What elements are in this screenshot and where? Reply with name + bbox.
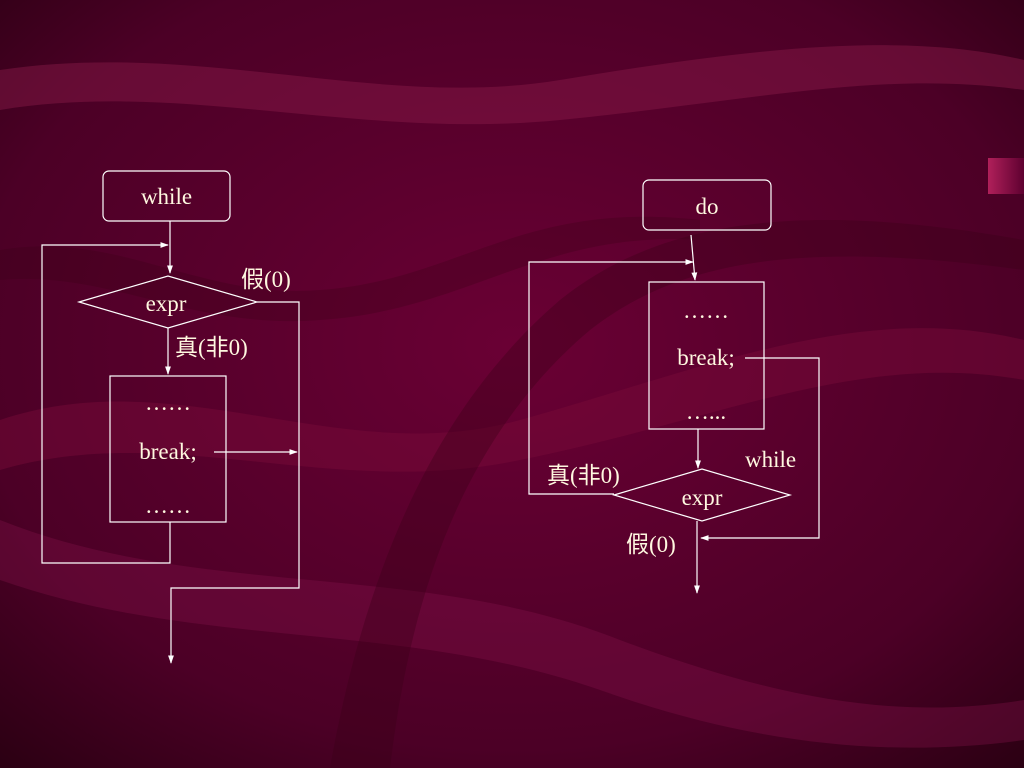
- while-body-box: [109, 375, 227, 523]
- while-body-line-2: break;: [139, 439, 196, 464]
- do-true-label: 真(非0): [547, 463, 620, 488]
- do-start-label: do: [696, 194, 719, 219]
- do-false-label: 假(0): [626, 532, 676, 557]
- do-body-line-3: …...: [686, 399, 726, 424]
- do-body-line-1: ……: [683, 298, 729, 323]
- do-body-box: [648, 281, 765, 430]
- while-loop-back-arrow: [41, 242, 171, 564]
- do-break-arrow: [700, 357, 820, 541]
- do-start-arrow: [690, 234, 698, 281]
- while-exit-arrow: [168, 301, 300, 664]
- do-start-box: [642, 179, 772, 231]
- do-condition-label: expr: [682, 485, 723, 510]
- do-while-flowchart: do …… break; …... while 真(非0) expr 假(0): [528, 179, 820, 594]
- while-condition-label: expr: [146, 291, 187, 316]
- while-false-label: 假(0): [241, 267, 291, 292]
- while-start-box: [102, 170, 231, 222]
- while-true-label: 真(非0): [175, 335, 248, 360]
- decorative-tab: [988, 158, 1024, 194]
- while-start-label: while: [141, 184, 192, 209]
- do-body-line-2: break;: [677, 345, 734, 370]
- do-while-keyword-label: while: [745, 447, 796, 472]
- while-body-line-3: ……: [145, 493, 191, 518]
- while-body-line-1: ……: [145, 390, 191, 415]
- while-loop-flowchart: while expr 假(0) 真(非0) …… break; ……: [41, 170, 300, 664]
- do-condition-diamond: [611, 468, 793, 522]
- do-loop-back-arrow: [528, 259, 694, 495]
